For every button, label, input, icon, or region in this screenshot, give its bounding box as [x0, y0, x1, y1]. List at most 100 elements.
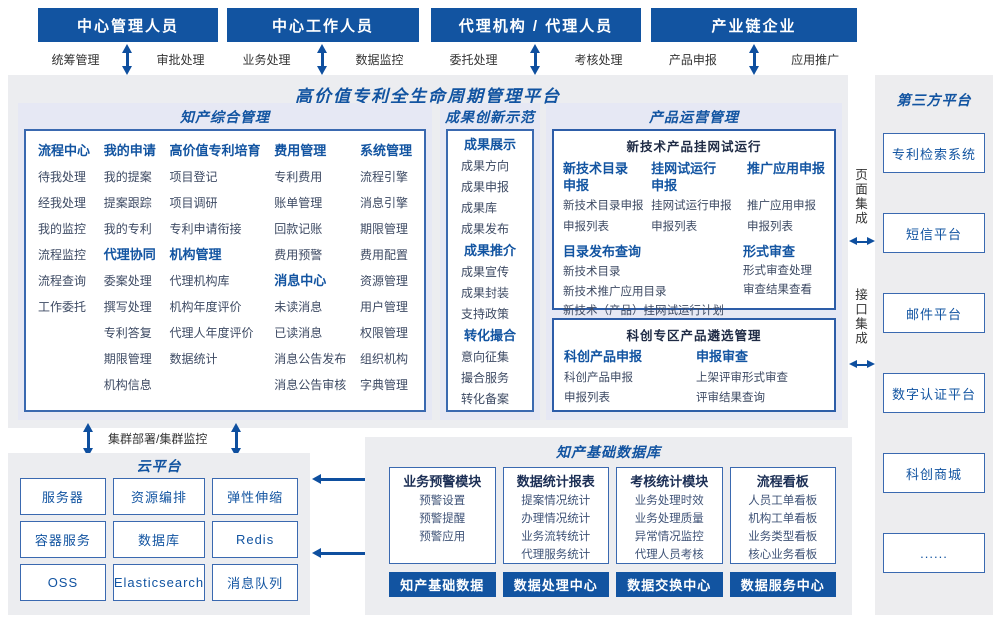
menu-item: 消息公告发布: [274, 352, 347, 366]
menu-item: 数据统计: [169, 352, 218, 366]
menu-item: 专利费用: [274, 170, 323, 184]
menu-item: 期限管理: [103, 352, 152, 366]
cloud-service-box: Elasticsearch: [112, 564, 206, 601]
actor-right-label: 审批处理: [156, 52, 205, 67]
subbox-sci-innovation-selection: 科创专区产品遴选管理 科创产品申报 科创产品申报申报列表 申报审查 上架评审形式…: [552, 318, 836, 412]
subbox-new-tech-trial: 新技术产品挂网试运行 新技术目录申报 新技术目录申报申报列表 挂网试运行申报 挂…: [552, 129, 836, 317]
section-achievement-demo: 成果创新示范 成果展示 成果方向成果申报成果库成果发布 成果推介 成果宣传成果封…: [440, 103, 540, 420]
vertical-double-arrow-icon: [530, 43, 541, 75]
menu-item: 意向征集: [461, 350, 510, 364]
menu-item: 已读消息: [274, 326, 323, 340]
menu-columns: 流程中心 待我处理经我处理我的监控流程监控流程查询工作委托 我的申请 我的提案提…: [26, 131, 424, 398]
data-module-items: 提案情况统计办理情况统计业务流转统计代理服务统计: [504, 492, 609, 564]
actor-left-label: 委托处理: [449, 52, 498, 67]
menu-item: 上架评审形式审查: [696, 372, 788, 384]
data-module-items: 预警设置预警提醒预警应用: [390, 492, 495, 546]
menu-item: 申报列表: [746, 221, 793, 233]
menu-column: 流程中心 待我处理经我处理我的监控流程监控流程查询工作委托: [38, 138, 90, 398]
data-module-box: 考核统计模块 业务处理时效业务处理质量异常情况监控代理人员考核: [616, 467, 723, 564]
menu-item: 机构年度评价: [169, 300, 242, 314]
data-module-box: 数据统计报表 提案情况统计办理情况统计业务流转统计代理服务统计: [502, 467, 609, 564]
data-module-title: 考核统计模块: [630, 474, 709, 489]
menu-item: 字典管理: [359, 378, 408, 392]
section-body: 成果展示 成果方向成果申报成果库成果发布 成果推介 成果宣传成果封装支持政策 转…: [446, 129, 534, 412]
menu-group-header-line: 申报: [651, 178, 678, 193]
cloud-service-box: Redis: [212, 521, 298, 558]
menu-item: 流程引擎: [359, 170, 408, 184]
actor-group-center-staff: 中心工作人员 业务处理 数据监控: [227, 8, 419, 75]
menu-item: 待我处理: [38, 170, 87, 184]
third-party-panel: 第三方平台 专利检索系统短信平台邮件平台数字认证平台科创商城......: [875, 75, 993, 615]
menu-item: 推广应用申报: [746, 200, 816, 212]
actor-labels: 统筹管理 审批处理: [38, 43, 218, 75]
menu-group-header-line: 推广应用申报: [746, 161, 825, 176]
data-module-item: 预警应用: [419, 531, 466, 543]
third-party-box: 专利检索系统: [883, 133, 985, 173]
data-center-bar: 数据服务中心: [729, 572, 836, 597]
menu-item: 经我处理: [38, 196, 87, 210]
menu-item: 提案跟踪: [103, 196, 152, 210]
menu-group-items: 成果方向成果申报成果库成果发布: [448, 156, 532, 240]
menu-group-items: 项目登记项目调研专利申请衔接: [169, 164, 260, 242]
subbox-columns: 科创产品申报 科创产品申报申报列表 申报审查 上架评审形式审查评审结果查询: [554, 344, 834, 408]
page-integration-label: 页面集成: [853, 168, 867, 226]
menu-group-items: 科创产品申报申报列表: [564, 368, 696, 408]
menu-group-header: 高价值专利培育: [169, 143, 261, 158]
menu-item: 新技术（产品）挂网试运行计划: [563, 305, 724, 317]
menu-item: 我的监控: [38, 222, 87, 236]
menu-item: 费用配置: [359, 248, 408, 262]
data-module-title: 流程看板: [756, 474, 809, 489]
menu-item: 成果宣传: [461, 265, 510, 279]
cloud-service-box: 资源编排: [112, 478, 206, 515]
third-party-box: ......: [883, 533, 985, 573]
data-module: 数据统计报表 提案情况统计办理情况统计业务流转统计代理服务统计 数据处理中心: [502, 467, 609, 597]
data-module-item: 异常情况监控: [634, 531, 704, 543]
data-module-item: 核心业务看板: [748, 549, 818, 561]
menu-group-items: 形式审查处理审查结果查看: [743, 262, 825, 300]
menu-item: 科创产品申报: [564, 372, 633, 384]
menu-item: 新技术推广应用目录: [563, 286, 667, 298]
section-title: 产品运营管理: [649, 109, 739, 125]
menu-item: 资源管理: [359, 274, 408, 288]
menu-group-items: 未读消息已读消息消息公告发布消息公告审核: [274, 294, 346, 398]
actor-labels: 业务处理 数据监控: [227, 43, 419, 75]
data-module: 考核统计模块 业务处理时效业务处理质量异常情况监控代理人员考核 数据交换中心: [616, 467, 723, 597]
menu-item: 支持政策: [461, 307, 510, 321]
menu-item: 流程查询: [38, 274, 87, 288]
menu-group-items: 专利费用账单管理回款记账费用预警: [274, 164, 346, 268]
data-module-box: 业务预警模块 预警设置预警提醒预警应用: [389, 467, 496, 564]
third-party-box: 邮件平台: [883, 293, 985, 333]
third-party-boxes: 专利检索系统短信平台邮件平台数字认证平台科创商城......: [875, 111, 993, 573]
menu-group-header-line: 挂网试运行: [651, 161, 717, 176]
menu-item: 成果方向: [461, 159, 510, 173]
data-module-item: 预警提醒: [419, 513, 466, 525]
menu-item: 委案处理: [103, 274, 152, 288]
menu-item: 专利答复: [103, 326, 152, 340]
menu-group-items: 我的提案提案跟踪我的专利: [104, 164, 156, 242]
platform-panel: 高价值专利全生命周期管理平台 知产综合管理 流程中心 待我处理经我处理我的监控流…: [8, 75, 848, 428]
subbox-columns: 新技术目录申报 新技术目录申报申报列表 挂网试运行申报 挂网试运行申报申报列表 …: [554, 155, 834, 238]
vertical-double-arrow-icon: [231, 423, 241, 457]
data-module-item: 业务流转统计: [521, 531, 591, 543]
menu-item: 用户管理: [359, 300, 408, 314]
panel-title: 第三方平台: [896, 92, 972, 108]
menu-item: 成果发布: [461, 222, 510, 236]
subbox-title: 新技术产品挂网试运行: [626, 140, 762, 154]
menu-item: 代理机构库: [169, 274, 230, 288]
actor-right-label: 数据监控: [355, 52, 404, 67]
actor-title: 中心工作人员: [227, 8, 419, 42]
horizontal-left-arrow-icon: [312, 474, 370, 484]
menu-item: 费用预警: [274, 248, 323, 262]
cloud-service-box: 弹性伸缩: [212, 478, 298, 515]
menu-column: 费用管理 专利费用账单管理回款记账费用预警 消息中心 未读消息已读消息消息公告发…: [274, 138, 346, 398]
panel-title: 云平台: [136, 458, 182, 474]
menu-group-header: 新技术目录申报: [563, 158, 645, 196]
menu-item: 我的提案: [103, 170, 152, 184]
menu-item: 挂网试运行申报: [651, 200, 732, 212]
data-module-item: 业务类型看板: [748, 531, 818, 543]
menu-group-header: 系统管理: [359, 143, 412, 158]
menu-item: 评审结果查询: [696, 392, 765, 404]
menu-item: 项目登记: [169, 170, 218, 184]
menu-item: 申报列表: [651, 221, 698, 233]
